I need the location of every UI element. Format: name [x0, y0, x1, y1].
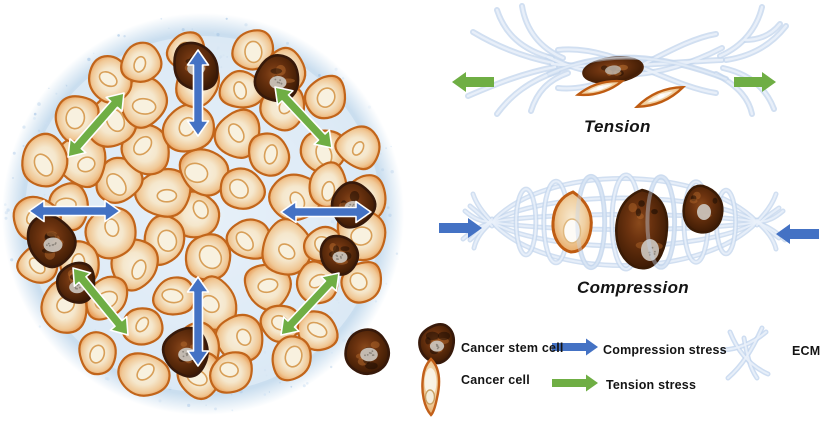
- compression-label: Compression: [577, 278, 689, 297]
- legend-icons: [418, 323, 771, 417]
- compression-arrows: [439, 218, 819, 244]
- tension-arrows: [452, 72, 776, 92]
- ecm-label: ECM: [792, 344, 821, 358]
- cancer-stem-cell-icon: [418, 323, 456, 365]
- tension-cells: [547, 55, 728, 109]
- ecm-icon: [720, 325, 771, 381]
- tension-stress-label: Tension stress: [606, 378, 697, 392]
- tumor-spheroid-stress-arrows: [28, 49, 372, 367]
- compression-cells: [551, 174, 724, 270]
- tension-stress-arrow-icon: [552, 374, 598, 392]
- cancer-cell-label: Cancer cell: [461, 373, 530, 387]
- compression-stress-label: Compression stress: [603, 343, 727, 357]
- cancer-stem-cell-label: Cancer stem cell: [461, 341, 564, 355]
- tension-label: Tension: [584, 117, 651, 136]
- compression-stress-arrow-icon: [552, 338, 598, 356]
- cancer-cell-icon: [421, 357, 441, 417]
